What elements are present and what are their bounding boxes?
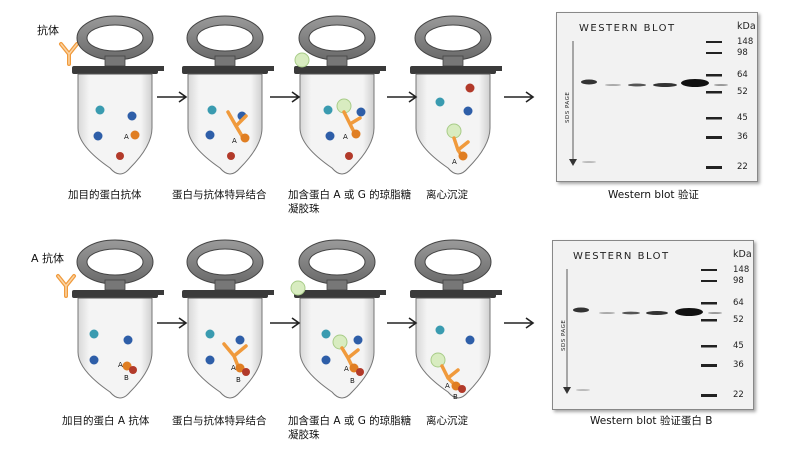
marker-label: 36 bbox=[733, 360, 744, 370]
protein-a-label: A bbox=[118, 361, 123, 369]
svg-text:A: A bbox=[445, 382, 450, 390]
arrow-icon bbox=[157, 317, 188, 329]
western-blot-panel: WESTERN BLOT kDa SDS PAGE 148 98 64 52 4… bbox=[556, 12, 758, 182]
kda-label: kDa bbox=[733, 249, 752, 260]
tube-2: A B bbox=[181, 239, 275, 399]
svg-text:A: A bbox=[452, 158, 457, 166]
tube-1: A B bbox=[71, 239, 165, 399]
kda-label: kDa bbox=[737, 21, 756, 32]
antibody-label-row1: 抗体 bbox=[37, 24, 59, 37]
marker-label: 148 bbox=[733, 265, 750, 275]
step-caption: 加目的蛋白 A 抗体 bbox=[62, 415, 150, 427]
svg-text:B: B bbox=[350, 377, 355, 385]
svg-text:A: A bbox=[343, 133, 348, 141]
western-blot-panel: WESTERN BLOT kDa SDS PAGE 148 98 64 52 4… bbox=[552, 240, 754, 410]
arrow-icon bbox=[504, 317, 535, 329]
arrow-icon bbox=[270, 317, 301, 329]
tube-3: A bbox=[293, 15, 387, 175]
arrow-icon bbox=[157, 91, 188, 103]
blot-bands bbox=[569, 41, 728, 169]
antibody-label-row2: A 抗体 bbox=[31, 252, 65, 265]
blot-bands bbox=[563, 269, 722, 397]
antibody-icon bbox=[56, 274, 76, 298]
svg-text:A: A bbox=[344, 365, 349, 373]
marker-label: 148 bbox=[737, 37, 754, 47]
tube-2: A bbox=[181, 15, 275, 175]
step-caption: 蛋白与抗体特异结合 bbox=[172, 415, 267, 427]
marker-label: 64 bbox=[737, 70, 748, 80]
marker-label: 45 bbox=[733, 341, 744, 351]
svg-text:A: A bbox=[232, 137, 237, 145]
step-caption: 离心沉淀 bbox=[426, 415, 468, 427]
marker-label: 64 bbox=[733, 298, 744, 308]
tube-4: A B bbox=[409, 239, 503, 401]
antibody-icon bbox=[59, 42, 79, 66]
tube-3: A B bbox=[290, 239, 387, 399]
tube-4: A bbox=[409, 15, 503, 175]
step-caption: 加含蛋白 A 或 G 的琼脂糖凝胶珠 bbox=[288, 415, 412, 441]
blot-title: WESTERN BLOT bbox=[579, 23, 676, 34]
arrow-icon bbox=[387, 91, 418, 103]
blot-caption: Western blot 验证 bbox=[608, 189, 699, 201]
arrow-icon bbox=[387, 317, 418, 329]
protein-b-label: B bbox=[124, 374, 129, 382]
svg-text:B: B bbox=[453, 393, 458, 401]
svg-text:B: B bbox=[236, 376, 241, 384]
step-caption: 离心沉淀 bbox=[426, 189, 468, 201]
step-caption: 蛋白与抗体特异结合 bbox=[172, 189, 267, 201]
marker-label: 98 bbox=[737, 48, 748, 58]
blot-caption: Western blot 验证蛋白 B bbox=[590, 415, 713, 427]
protein-a-label: A bbox=[124, 133, 129, 141]
blot-title: WESTERN BLOT bbox=[573, 251, 670, 262]
marker-label: 22 bbox=[733, 390, 744, 400]
step-caption: 加含蛋白 A 或 G 的琼脂糖凝胶珠 bbox=[288, 189, 412, 215]
marker-label: 36 bbox=[737, 132, 748, 142]
marker-label: 45 bbox=[737, 113, 748, 123]
marker-label: 52 bbox=[733, 315, 744, 325]
arrow-icon bbox=[270, 91, 301, 103]
svg-text:A: A bbox=[231, 364, 236, 372]
tube-1: A bbox=[71, 15, 165, 175]
step-caption: 加目的蛋白抗体 bbox=[68, 189, 142, 201]
marker-label: 98 bbox=[733, 276, 744, 286]
arrow-icon bbox=[504, 91, 535, 103]
marker-label: 52 bbox=[737, 87, 748, 97]
marker-label: 22 bbox=[737, 162, 748, 172]
